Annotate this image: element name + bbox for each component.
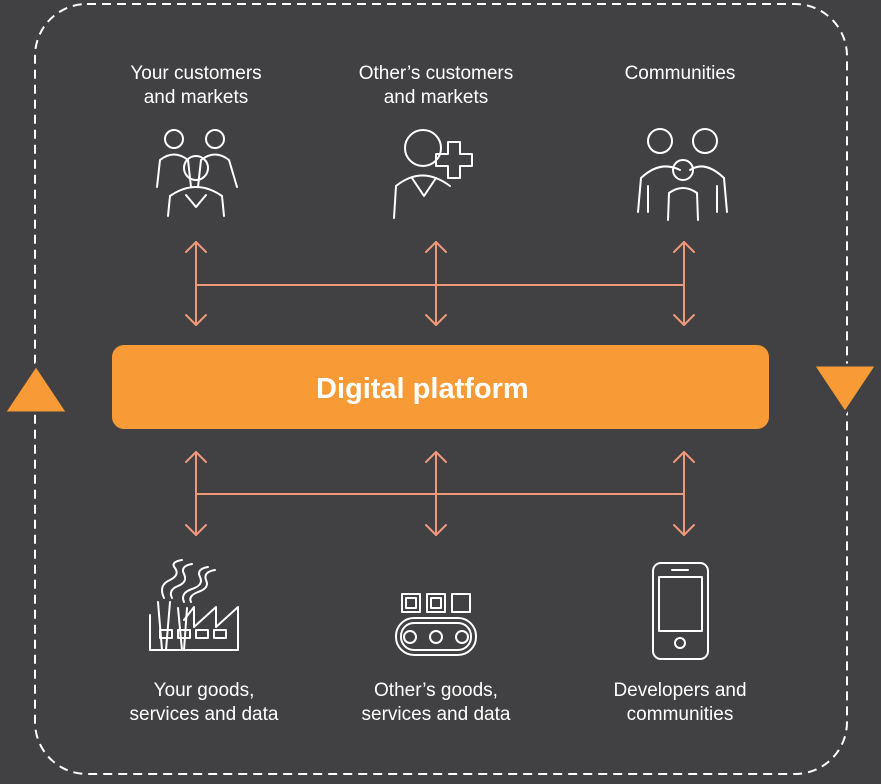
cycle-up-triangle-icon: [1, 362, 71, 415]
top-label-your-customers: Your customers and markets: [130, 63, 262, 108]
family-icon: [637, 128, 728, 221]
bottom-arrow-2: [425, 451, 447, 536]
digital-platform-bar: [112, 345, 769, 429]
factory-icon: [149, 559, 239, 651]
bottom-arrow-1: [185, 451, 207, 536]
bottom-label-developers: Developers and communities: [613, 680, 747, 725]
conveyor-belt-icon: [395, 593, 477, 656]
smartphone-icon: [652, 562, 709, 660]
bottom-label-others-goods: Other’s goods, services and data: [361, 680, 511, 725]
bottom-label-your-goods: Your goods, services and data: [129, 680, 279, 725]
top-label-communities: Communities: [624, 63, 736, 84]
top-label-others-customers: Other’s customers and markets: [358, 63, 514, 108]
top-arrow-1: [185, 241, 207, 326]
platform-title: Digital platform: [316, 373, 529, 405]
top-connectors: [185, 241, 695, 326]
bottom-connectors: [185, 451, 695, 536]
bottom-arrow-3: [673, 451, 695, 536]
top-arrow-3: [673, 241, 695, 326]
group-of-people-icon: [156, 129, 238, 217]
person-plus-icon: [393, 129, 473, 219]
cycle-down-triangle-icon: [810, 363, 880, 416]
top-arrow-2: [425, 241, 447, 326]
